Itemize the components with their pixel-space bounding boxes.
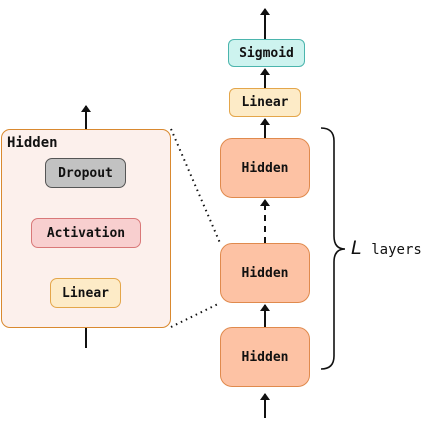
dropout-block: Dropout bbox=[45, 158, 126, 188]
layers-brace bbox=[320, 127, 346, 370]
hidden-block-middle: Hidden bbox=[220, 243, 310, 303]
zoom-line-top bbox=[170, 128, 221, 244]
activation-block: Activation bbox=[31, 218, 141, 248]
hidden-block-bottom: Hidden bbox=[220, 327, 310, 387]
panel-linear-block: Linear bbox=[50, 278, 121, 308]
layers-symbol: L bbox=[351, 237, 362, 259]
layers-label: L layers bbox=[351, 237, 422, 259]
layers-text: layers bbox=[371, 242, 422, 258]
linear-block: Linear bbox=[229, 88, 301, 117]
hidden-block-top: Hidden bbox=[220, 138, 310, 198]
hidden-detail-title: Hidden bbox=[7, 135, 58, 151]
zoom-line-bottom bbox=[170, 302, 221, 328]
sigmoid-block: Sigmoid bbox=[228, 39, 305, 67]
